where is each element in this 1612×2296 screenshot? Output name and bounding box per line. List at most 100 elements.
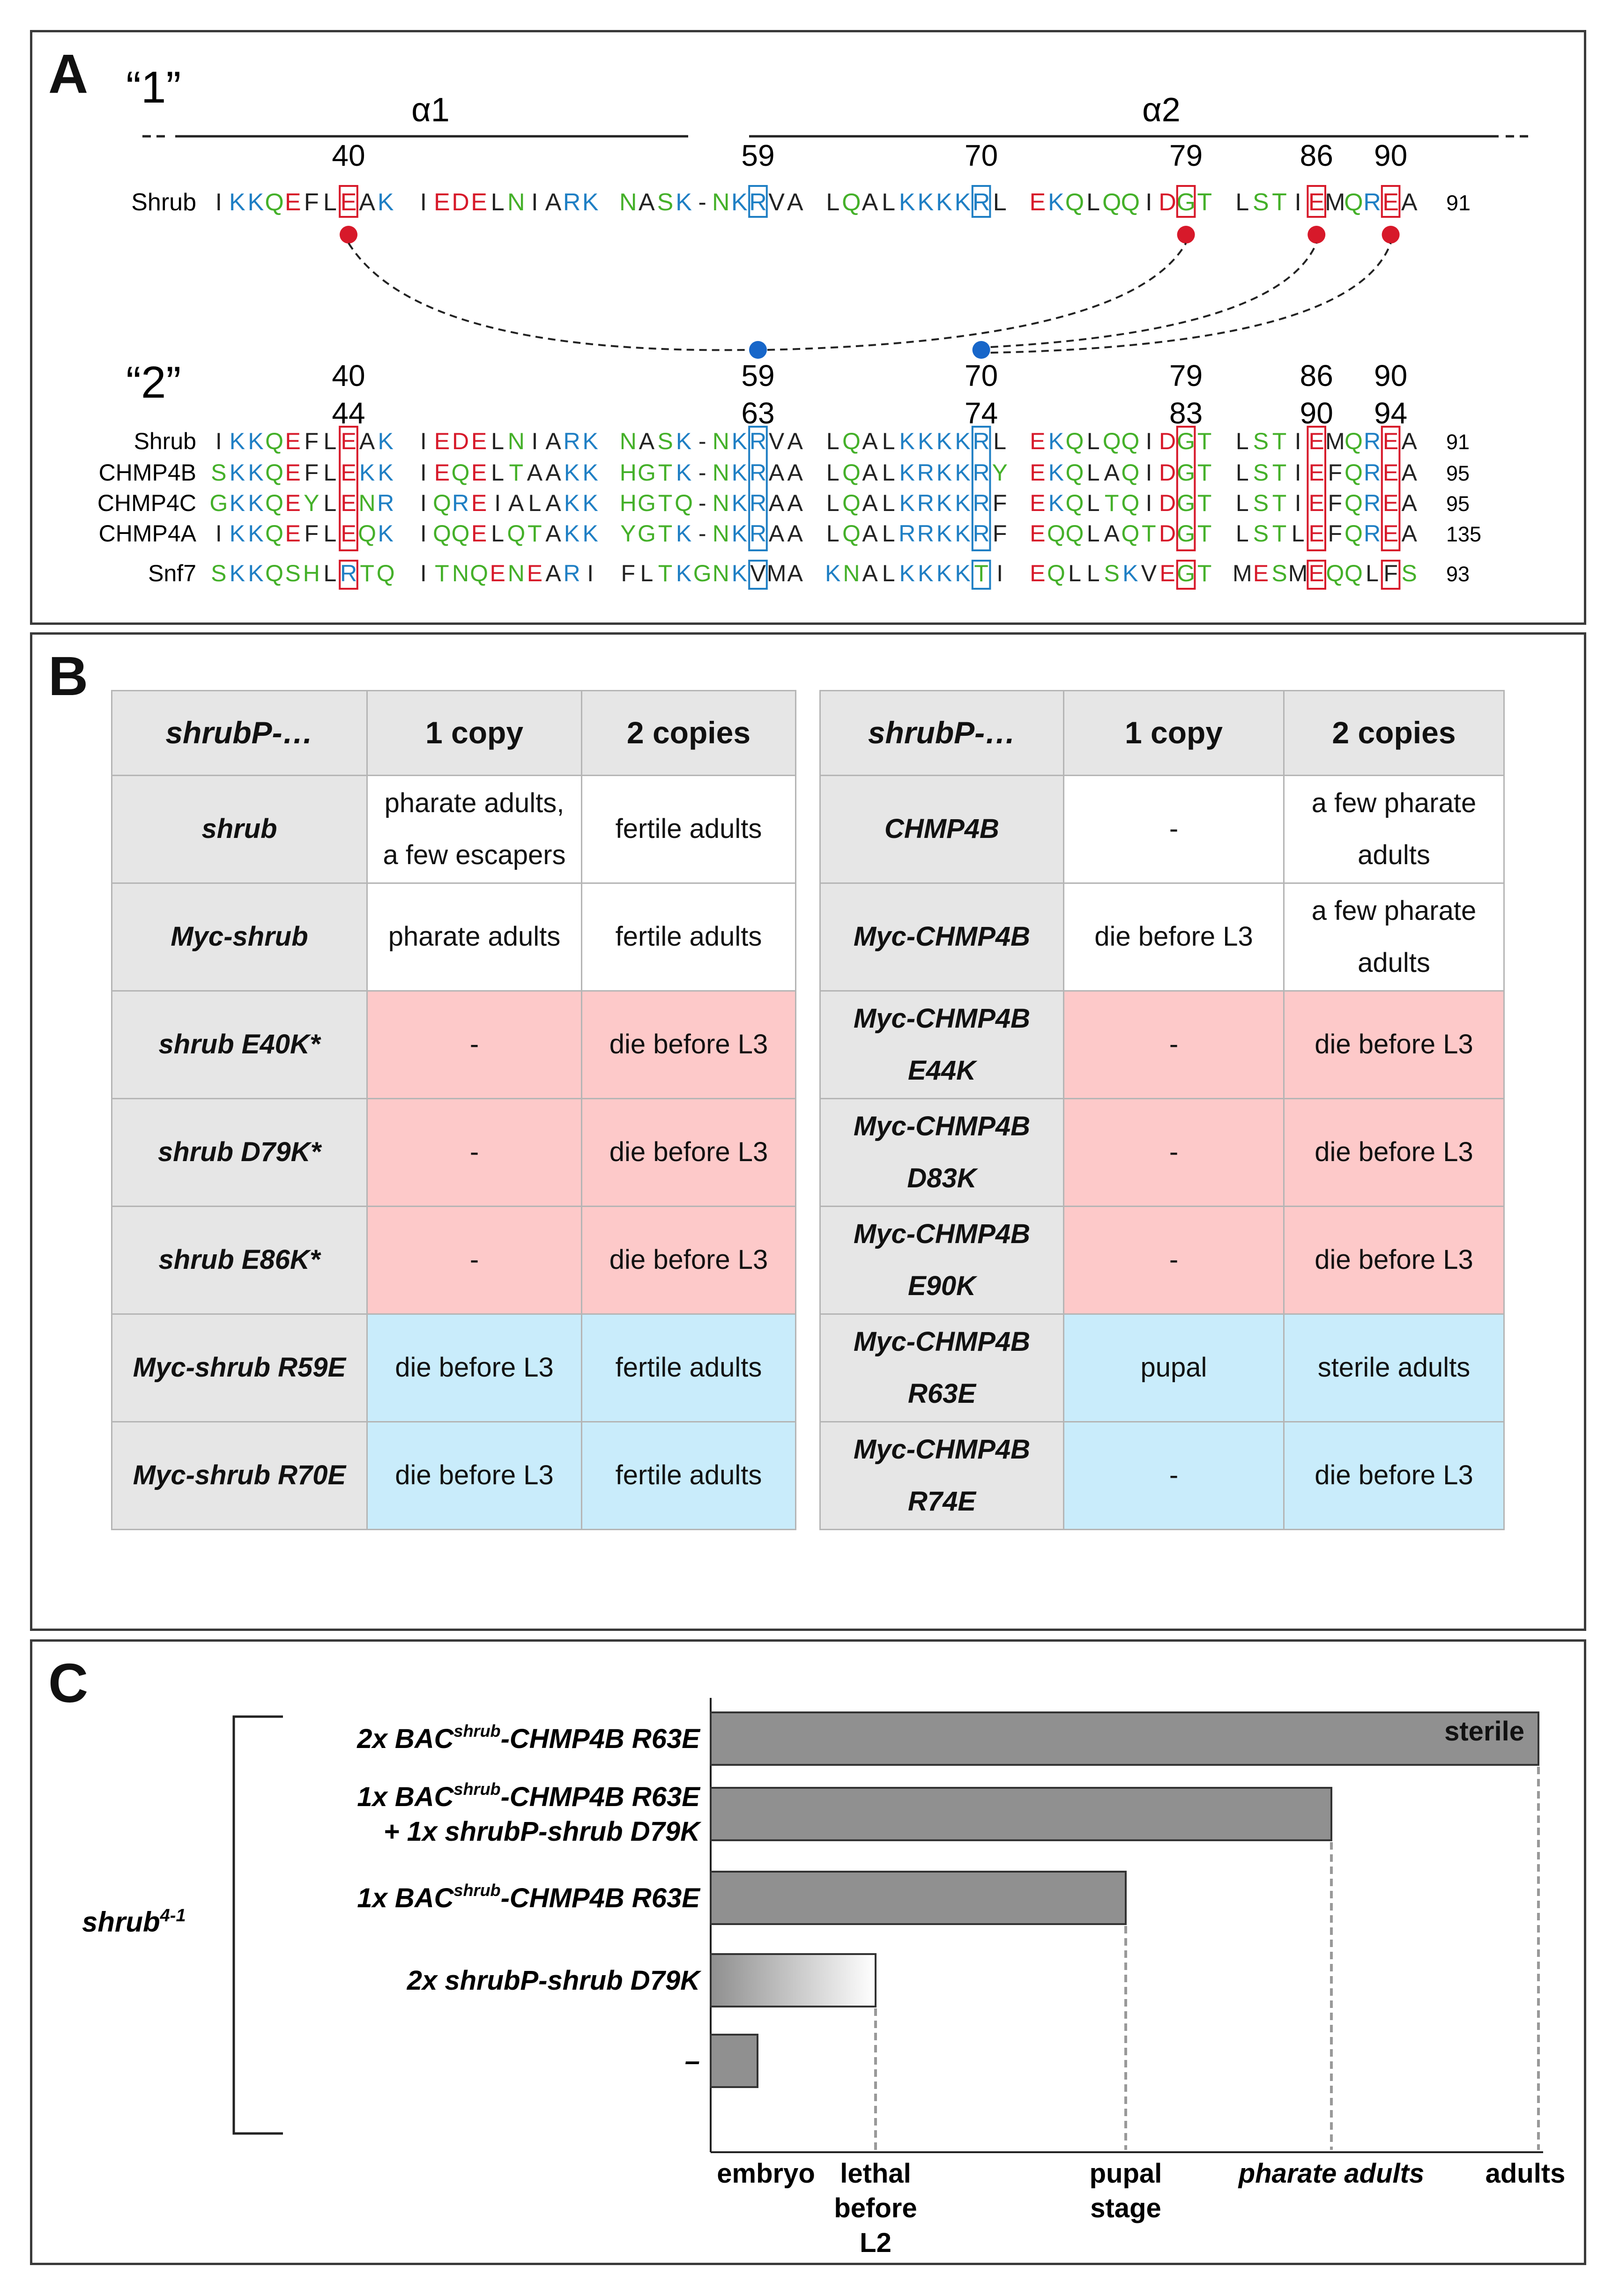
acidic-dot: [1177, 226, 1195, 244]
residue: F: [993, 520, 1007, 547]
residue: A: [1402, 428, 1418, 454]
position-number-top: 86: [1300, 139, 1333, 172]
residue: K: [899, 560, 915, 586]
residue: E: [1309, 560, 1324, 586]
stage-label: pharate adults: [1238, 2158, 1424, 2189]
table-row: shrub D79K*-die before L3: [111, 1098, 796, 1207]
residue: K: [676, 189, 692, 216]
residue: K: [583, 428, 598, 454]
residue: A: [787, 459, 803, 486]
residue: A: [769, 520, 785, 547]
residue: F: [305, 428, 319, 454]
residue: Q: [1345, 490, 1363, 516]
residue: N: [713, 428, 729, 454]
residue: E: [1382, 189, 1399, 216]
residue: Q: [1345, 459, 1363, 486]
residue: A: [639, 189, 655, 216]
residue: A: [862, 459, 878, 486]
residue: A: [1104, 520, 1120, 547]
residue: Q: [1121, 459, 1139, 486]
construct-cell: shrub E40K*: [111, 990, 368, 1099]
residue: Q: [1121, 520, 1139, 547]
residue: I: [420, 459, 427, 486]
residue: A: [545, 459, 561, 486]
two-copies-cell: a few pharate adults: [1283, 775, 1505, 884]
residue: Q: [842, 428, 861, 454]
residue: K: [1048, 428, 1064, 454]
residue: Y: [992, 459, 1008, 486]
align-row-name: Snf7: [148, 560, 196, 586]
residue: N: [619, 189, 637, 216]
acidic-residue-box: [1307, 185, 1326, 218]
residue: D: [1159, 520, 1176, 547]
residue: G: [638, 490, 656, 516]
residue: Q: [842, 459, 861, 486]
residue: R: [973, 490, 990, 516]
residue: K: [676, 560, 691, 586]
align-row-name: CHMP4C: [97, 490, 196, 516]
residue: K: [564, 490, 579, 516]
residue: K: [676, 428, 691, 454]
residue: G: [1177, 520, 1195, 547]
residue: E: [1030, 490, 1045, 516]
stage-label: embryo: [717, 2158, 815, 2189]
residue: E: [1253, 560, 1269, 586]
residue: K: [230, 490, 245, 516]
residue: Q: [1066, 428, 1084, 454]
residue: N: [713, 459, 729, 486]
residue: I: [1295, 459, 1301, 486]
table-row: Myc-CHMP4B E44K-die before L3: [819, 990, 1505, 1099]
construct-cell: Myc-shrub R70E: [111, 1421, 368, 1530]
residue: G: [638, 459, 656, 486]
residue: A: [545, 189, 562, 216]
residue: R: [1363, 189, 1381, 216]
header-2-copies: 2 copies: [1283, 690, 1505, 776]
residue: R: [1364, 428, 1381, 454]
residue: I: [420, 428, 427, 454]
residue: G: [1177, 459, 1195, 486]
position-number-chmp4b: 44: [332, 396, 365, 430]
residue: K: [676, 459, 691, 486]
interaction-arc: [767, 243, 1187, 351]
residue: T: [658, 560, 673, 586]
residue: A: [787, 490, 803, 516]
residue: -: [698, 189, 706, 216]
residue: R: [750, 490, 766, 516]
residue: L: [826, 189, 839, 216]
residue: T: [1272, 490, 1287, 516]
residue: E: [1383, 428, 1398, 454]
stage-bar: [710, 1953, 877, 2007]
residue: S: [285, 560, 301, 586]
residue: K: [248, 520, 263, 547]
residue: I: [1145, 459, 1152, 486]
residue: K: [1048, 459, 1064, 486]
residue: E: [527, 560, 542, 586]
residue: R: [749, 189, 767, 216]
residue: K: [899, 428, 915, 454]
residue: N: [620, 428, 637, 454]
residue: R: [750, 428, 766, 454]
construct-cell: Myc-shrub: [111, 882, 368, 992]
residue: K: [918, 428, 933, 454]
residue: K: [936, 428, 952, 454]
residue: G: [1177, 560, 1195, 586]
residue: Q: [1345, 560, 1363, 586]
residue: I: [1295, 490, 1301, 516]
two-copies-cell: die before L3: [1283, 1421, 1505, 1530]
stage-label: lethal: [840, 2158, 911, 2189]
two-copies-cell: fertile adults: [581, 882, 796, 992]
align-row-name: CHMP4B: [99, 459, 196, 486]
residue: H: [303, 560, 320, 586]
stage-label: pupal: [1090, 2158, 1162, 2189]
residue: D: [452, 189, 469, 216]
residue: K: [248, 459, 263, 486]
residue: T: [435, 560, 449, 586]
two-copies-cell: fertile adults: [581, 1313, 796, 1422]
acidic-residue-box: [1381, 185, 1401, 218]
residue: Q: [1103, 428, 1121, 454]
residue: R: [917, 459, 934, 486]
basic-column-box: [748, 426, 768, 551]
residue: E: [471, 189, 487, 216]
acidic-column-box-snf7: [1381, 560, 1401, 590]
